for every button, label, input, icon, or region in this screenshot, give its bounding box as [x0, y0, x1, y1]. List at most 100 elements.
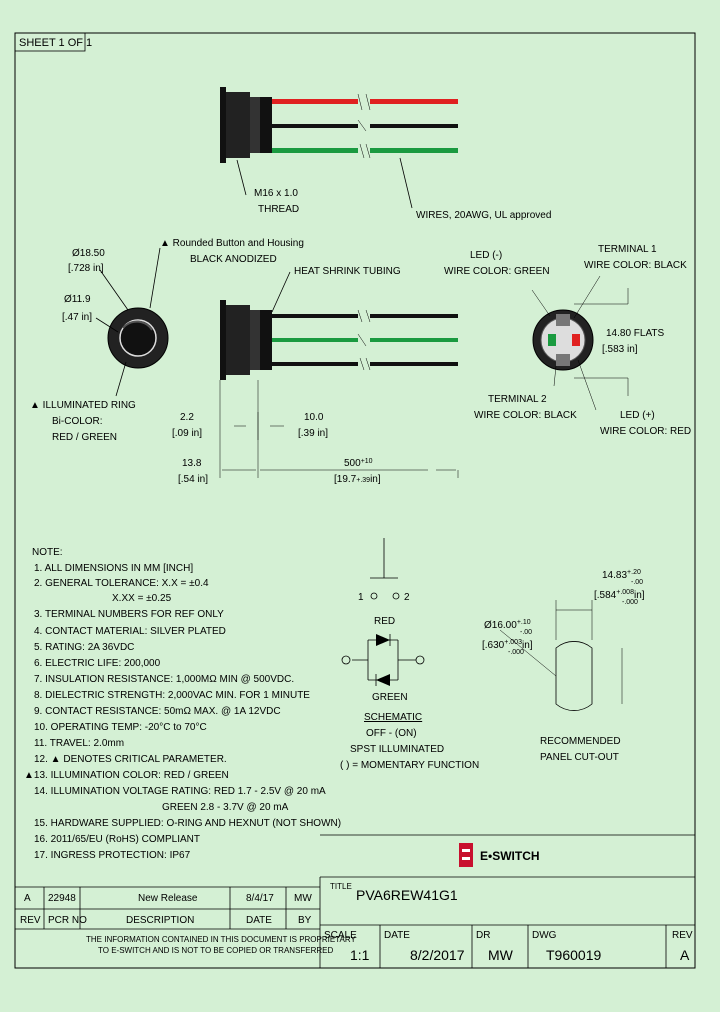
cutout-d-in: [.630+.003in]: [482, 639, 533, 651]
thread-label: M16 x 1.0: [254, 188, 298, 199]
desc-header: DESCRIPTION: [126, 915, 194, 926]
ring-label-3: RED / GREEN: [52, 432, 117, 443]
terminal-1-2: WIRE COLOR: BLACK: [584, 260, 687, 271]
note-4: 4. CONTACT MATERIAL: SILVER PLATED: [34, 626, 226, 637]
dr-label: DR: [476, 930, 490, 941]
note-12: 12. ▲ DENOTES CRITICAL PARAMETER.: [34, 754, 227, 765]
note-14: 14. ILLUMINATION VOLTAGE RATING: RED 1.7…: [34, 786, 326, 797]
led-plus-2: WIRE COLOR: RED: [600, 426, 691, 437]
panel-cutout: 14.83+.20 -.00 [.584+.008in] -.000 Ø16.0…: [482, 569, 645, 763]
dim-2-2: 2.2: [180, 412, 194, 423]
note-2b: X.XX = ±0.25: [112, 593, 172, 604]
schematic-t1: 1: [358, 592, 364, 603]
disclaimer-2: TO E-SWITCH AND IS NOT TO BE COPIED OR T…: [98, 946, 334, 955]
cutout-w-tol: -.00: [631, 579, 643, 586]
schematic-red: RED: [374, 616, 395, 627]
side-view-top: M16 x 1.0 THREAD WIRES, 20AWG, UL approv…: [220, 87, 551, 221]
thread-label-2: THREAD: [258, 204, 299, 215]
cutout-d-tol: -.00: [520, 629, 532, 636]
cutout-label-2: PANEL CUT-OUT: [540, 752, 619, 763]
outer-dia: Ø18.50: [72, 248, 105, 259]
led-minus: LED (-): [470, 250, 502, 261]
part-title: PVA6REW41G1: [356, 887, 458, 903]
note-6: 6. ELECTRIC LIFE: 200,000: [34, 658, 161, 669]
note-16: 16. 2011/65/EU (RoHS) COMPLIANT: [34, 834, 200, 845]
notes-title: NOTE:: [32, 547, 63, 558]
wires-label: WIRES, 20AWG, UL approved: [416, 210, 551, 221]
note-5: 5. RATING: 2A 36VDC: [34, 642, 134, 653]
outer-dia-in: [.728 in]: [68, 263, 104, 274]
sheet-border: [14, 32, 696, 969]
note-9: 9. CONTACT RESISTANCE: 50mΩ MAX. @ 1A 12…: [34, 706, 281, 717]
dim-13-8-in: [.54 in]: [178, 474, 208, 485]
button-label: ▲ Rounded Button and Housing: [160, 238, 304, 249]
cutout-d-in-tol: -.000: [508, 649, 524, 656]
note-15: 15. HARDWARE SUPPLIED: O-RING AND HEXNUT…: [34, 818, 341, 829]
logo-text: E•SWITCH: [480, 849, 540, 863]
dim-10: 10.0: [304, 412, 324, 423]
dwg-label: DWG: [532, 930, 557, 941]
terminal-2: TERMINAL 2: [488, 394, 547, 405]
note-3: 3. TERMINAL NUMBERS FOR REF ONLY: [34, 609, 224, 620]
cutout-label: RECOMMENDED: [540, 736, 621, 747]
cutout-w: 14.83+.20: [602, 569, 641, 581]
scale-label: SCALE: [324, 930, 357, 941]
title-block: TITLE PVA6REW41G1 SCALE 1:1 DATE 8/2/201…: [320, 882, 695, 968]
note-10: 10. OPERATING TEMP: -20°C to 70°C: [34, 722, 207, 733]
schematic-l3: ( ) = MOMENTARY FUNCTION: [340, 760, 479, 771]
schematic-t2: 2: [404, 592, 410, 603]
note-2: 2. GENERAL TOLERANCE: X.X = ±0.4: [34, 578, 209, 589]
cutout-w-in-tol: -.000: [622, 599, 638, 606]
by-value: MW: [294, 893, 312, 904]
flats-dim-in: [.583 in]: [602, 344, 638, 355]
led-plus: LED (+): [620, 410, 655, 421]
pcr-header: PCR NO: [48, 915, 87, 926]
desc-value: New Release: [138, 893, 198, 904]
dim-13-8: 13.8: [182, 458, 202, 469]
heat-shrink-label: HEAT SHRINK TUBING: [294, 266, 401, 277]
rear-view: LED (-) WIRE COLOR: GREEN TERMINAL 1 WIR…: [444, 244, 691, 437]
rev-value-title: A: [680, 947, 690, 963]
side-view-bottom: HEAT SHRINK TUBING 2.2 [.09 in] 10.0 [.3…: [172, 266, 459, 485]
dr-value: MW: [488, 947, 514, 963]
schematic-green: GREEN: [372, 692, 408, 703]
flats-dim: 14.80 FLATS: [606, 328, 665, 339]
note-7: 7. INSULATION RESISTANCE: 1,000MΩ MIN @ …: [34, 674, 294, 685]
revision-block: A 22948 New Release 8/4/17 MW REV PCR NO…: [15, 877, 356, 968]
ring-label: ▲ ILLUMINATED RING: [30, 400, 136, 411]
note-14b: GREEN 2.8 - 3.7V @ 20 mA: [162, 802, 289, 813]
dim-500-in: [19.7+.39in]: [334, 474, 381, 485]
disclaimer-1: THE INFORMATION CONTAINED IN THIS DOCUME…: [86, 935, 356, 944]
scale-value: 1:1: [350, 947, 370, 963]
pcr-value: 22948: [48, 893, 76, 904]
rev-header: REV: [20, 915, 41, 926]
inner-dia-in: [.47 in]: [62, 312, 92, 323]
dim-10-in: [.39 in]: [298, 428, 328, 439]
note-8: 8. DIELECTRIC STRENGTH: 2,000VAC MIN. FO…: [34, 690, 310, 701]
inner-dia: Ø11.9: [64, 294, 91, 305]
date-header: DATE: [246, 915, 272, 926]
e-switch-logo: E•SWITCH: [459, 843, 540, 867]
sheet-label-box: [14, 32, 86, 52]
sheet-label: SHEET 1 OF 1: [19, 37, 92, 49]
cutout-d: Ø16.00+.10: [484, 619, 531, 631]
button-label-2: BLACK ANODIZED: [190, 254, 277, 265]
front-view: Ø18.50 [.728 in] Ø11.9 [.47 in] ▲ Rounde…: [30, 238, 304, 443]
note-11: 11. TRAVEL: 2.0mm: [34, 738, 124, 749]
date-value: 8/4/17: [246, 893, 274, 904]
date-value-title: 8/2/2017: [410, 947, 465, 963]
by-header: BY: [298, 915, 312, 926]
title-label: TITLE: [330, 882, 352, 891]
dwg-value: T960019: [546, 947, 601, 963]
cutout-w-in: [.584+.008in]: [594, 589, 645, 601]
dim-2-2-in: [.09 in]: [172, 428, 202, 439]
schematic: 1 2 RED GREEN SCHEMATIC OFF - (ON) SPST …: [340, 538, 479, 771]
led-minus-2: WIRE COLOR: GREEN: [444, 266, 550, 277]
note-17: 17. INGRESS PROTECTION: IP67: [34, 850, 191, 861]
terminal-2-2: WIRE COLOR: BLACK: [474, 410, 577, 421]
schematic-title: SCHEMATIC: [364, 712, 422, 723]
rev-label-title: REV: [672, 930, 693, 941]
note-1: 1. ALL DIMENSIONS IN MM [INCH]: [34, 563, 193, 574]
notes: NOTE: 1. ALL DIMENSIONS IN MM [INCH] 2. …: [24, 547, 341, 861]
